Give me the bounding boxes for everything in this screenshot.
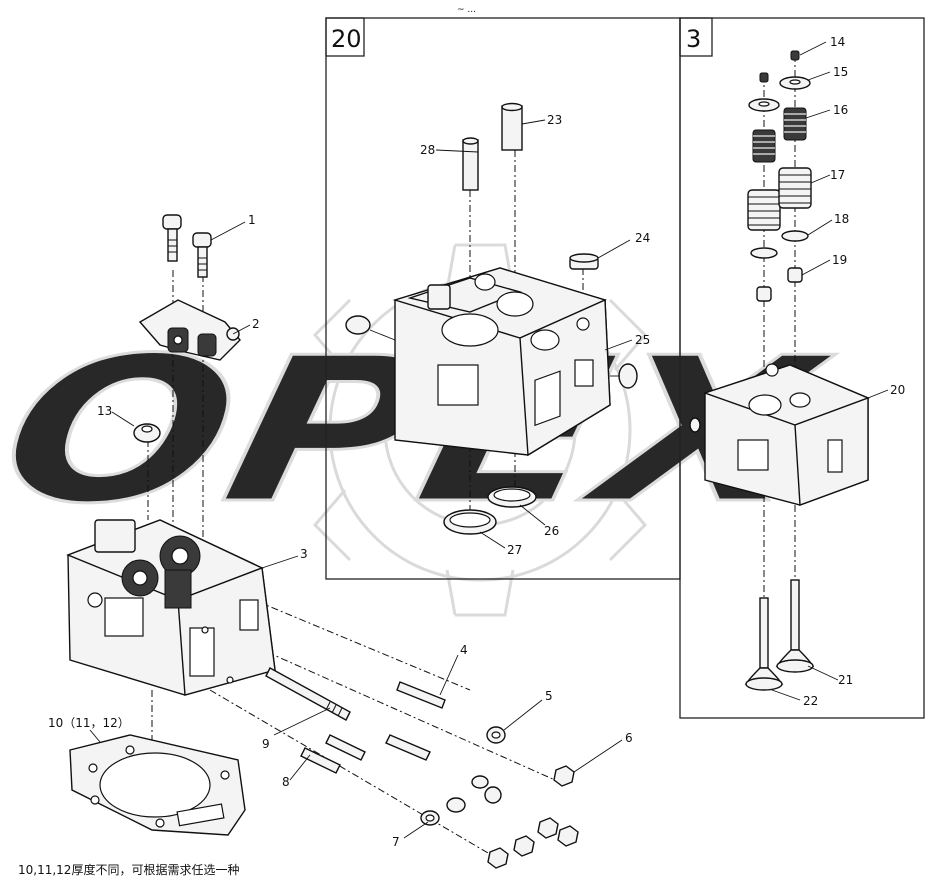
callout-17: 17 bbox=[830, 168, 845, 182]
callout-25: 25 bbox=[635, 333, 650, 347]
callout-22: 22 bbox=[803, 694, 818, 708]
valve-guide-23 bbox=[501, 102, 523, 151]
footnote: 10,11,12厚度不同，可根据需求任选一种 bbox=[18, 862, 239, 877]
spring-seat-18 bbox=[750, 230, 809, 259]
cylinder-head-20 bbox=[689, 363, 870, 506]
callout-13: 13 bbox=[97, 404, 112, 418]
callout-21: 21 bbox=[838, 673, 853, 687]
panel-3-label: 3 bbox=[686, 25, 701, 53]
panel-20-label-box bbox=[325, 17, 365, 57]
callout-18: 18 bbox=[834, 212, 849, 226]
callout-2: 2 bbox=[252, 317, 260, 331]
callout-7: 7 bbox=[392, 835, 400, 849]
callout-23: 23 bbox=[547, 113, 562, 127]
callout-6: 6 bbox=[625, 731, 633, 745]
callout-15: 15 bbox=[833, 65, 848, 79]
callout-1: 1 bbox=[248, 213, 256, 227]
callout-26: 26 bbox=[544, 524, 559, 538]
stud-4 bbox=[396, 681, 446, 709]
callout-9: 9 bbox=[262, 737, 270, 751]
panel-3: 3 bbox=[679, 17, 925, 719]
nut-6 bbox=[487, 765, 579, 869]
main-assembly: 1 2 13 3 4 5 6 9 8 7 10（11，12） bbox=[48, 213, 633, 869]
valve-stem-seal-19 bbox=[756, 267, 803, 302]
panel-3-frame bbox=[679, 17, 925, 719]
intake-valve-22 bbox=[744, 597, 784, 691]
callout-8: 8 bbox=[282, 775, 290, 789]
callout-14: 14 bbox=[830, 35, 845, 49]
exhaust-valve-21 bbox=[775, 579, 815, 673]
cylinder-head-25 bbox=[345, 267, 638, 457]
outer-spring-17 bbox=[747, 167, 812, 231]
top-mark: ~ ... bbox=[457, 5, 476, 15]
callout-3: 3 bbox=[300, 547, 308, 561]
spring-retainer-15 bbox=[748, 76, 811, 112]
callout-20: 20 bbox=[890, 383, 905, 397]
callout-28: 28 bbox=[420, 143, 435, 157]
valve-stem-seal-24 bbox=[569, 253, 599, 270]
washer-7 bbox=[420, 775, 489, 826]
panel-3-label-box bbox=[679, 17, 713, 57]
panel-20: 20 bbox=[325, 17, 681, 580]
stud-9 bbox=[265, 667, 351, 721]
valve-seat-26 bbox=[487, 486, 537, 508]
inner-spring-16 bbox=[752, 107, 807, 163]
stud-8 bbox=[300, 734, 431, 774]
callout-5: 5 bbox=[545, 689, 553, 703]
head-gasket-10 bbox=[69, 734, 246, 836]
washer-5 bbox=[484, 726, 506, 804]
valve-seat-27 bbox=[443, 509, 497, 535]
panel-20-label: 20 bbox=[331, 25, 362, 53]
callout-19: 19 bbox=[832, 253, 847, 267]
bolt-1 bbox=[162, 214, 212, 278]
callout-4: 4 bbox=[460, 643, 468, 657]
callout-27: 27 bbox=[507, 543, 522, 557]
valve-collet-14 bbox=[759, 50, 800, 83]
callout-16: 16 bbox=[833, 103, 848, 117]
nut-13 bbox=[133, 423, 161, 443]
callout-10: 10（11，12） bbox=[48, 716, 130, 730]
callout-24: 24 bbox=[635, 231, 650, 245]
valve-guide-28 bbox=[462, 137, 479, 191]
